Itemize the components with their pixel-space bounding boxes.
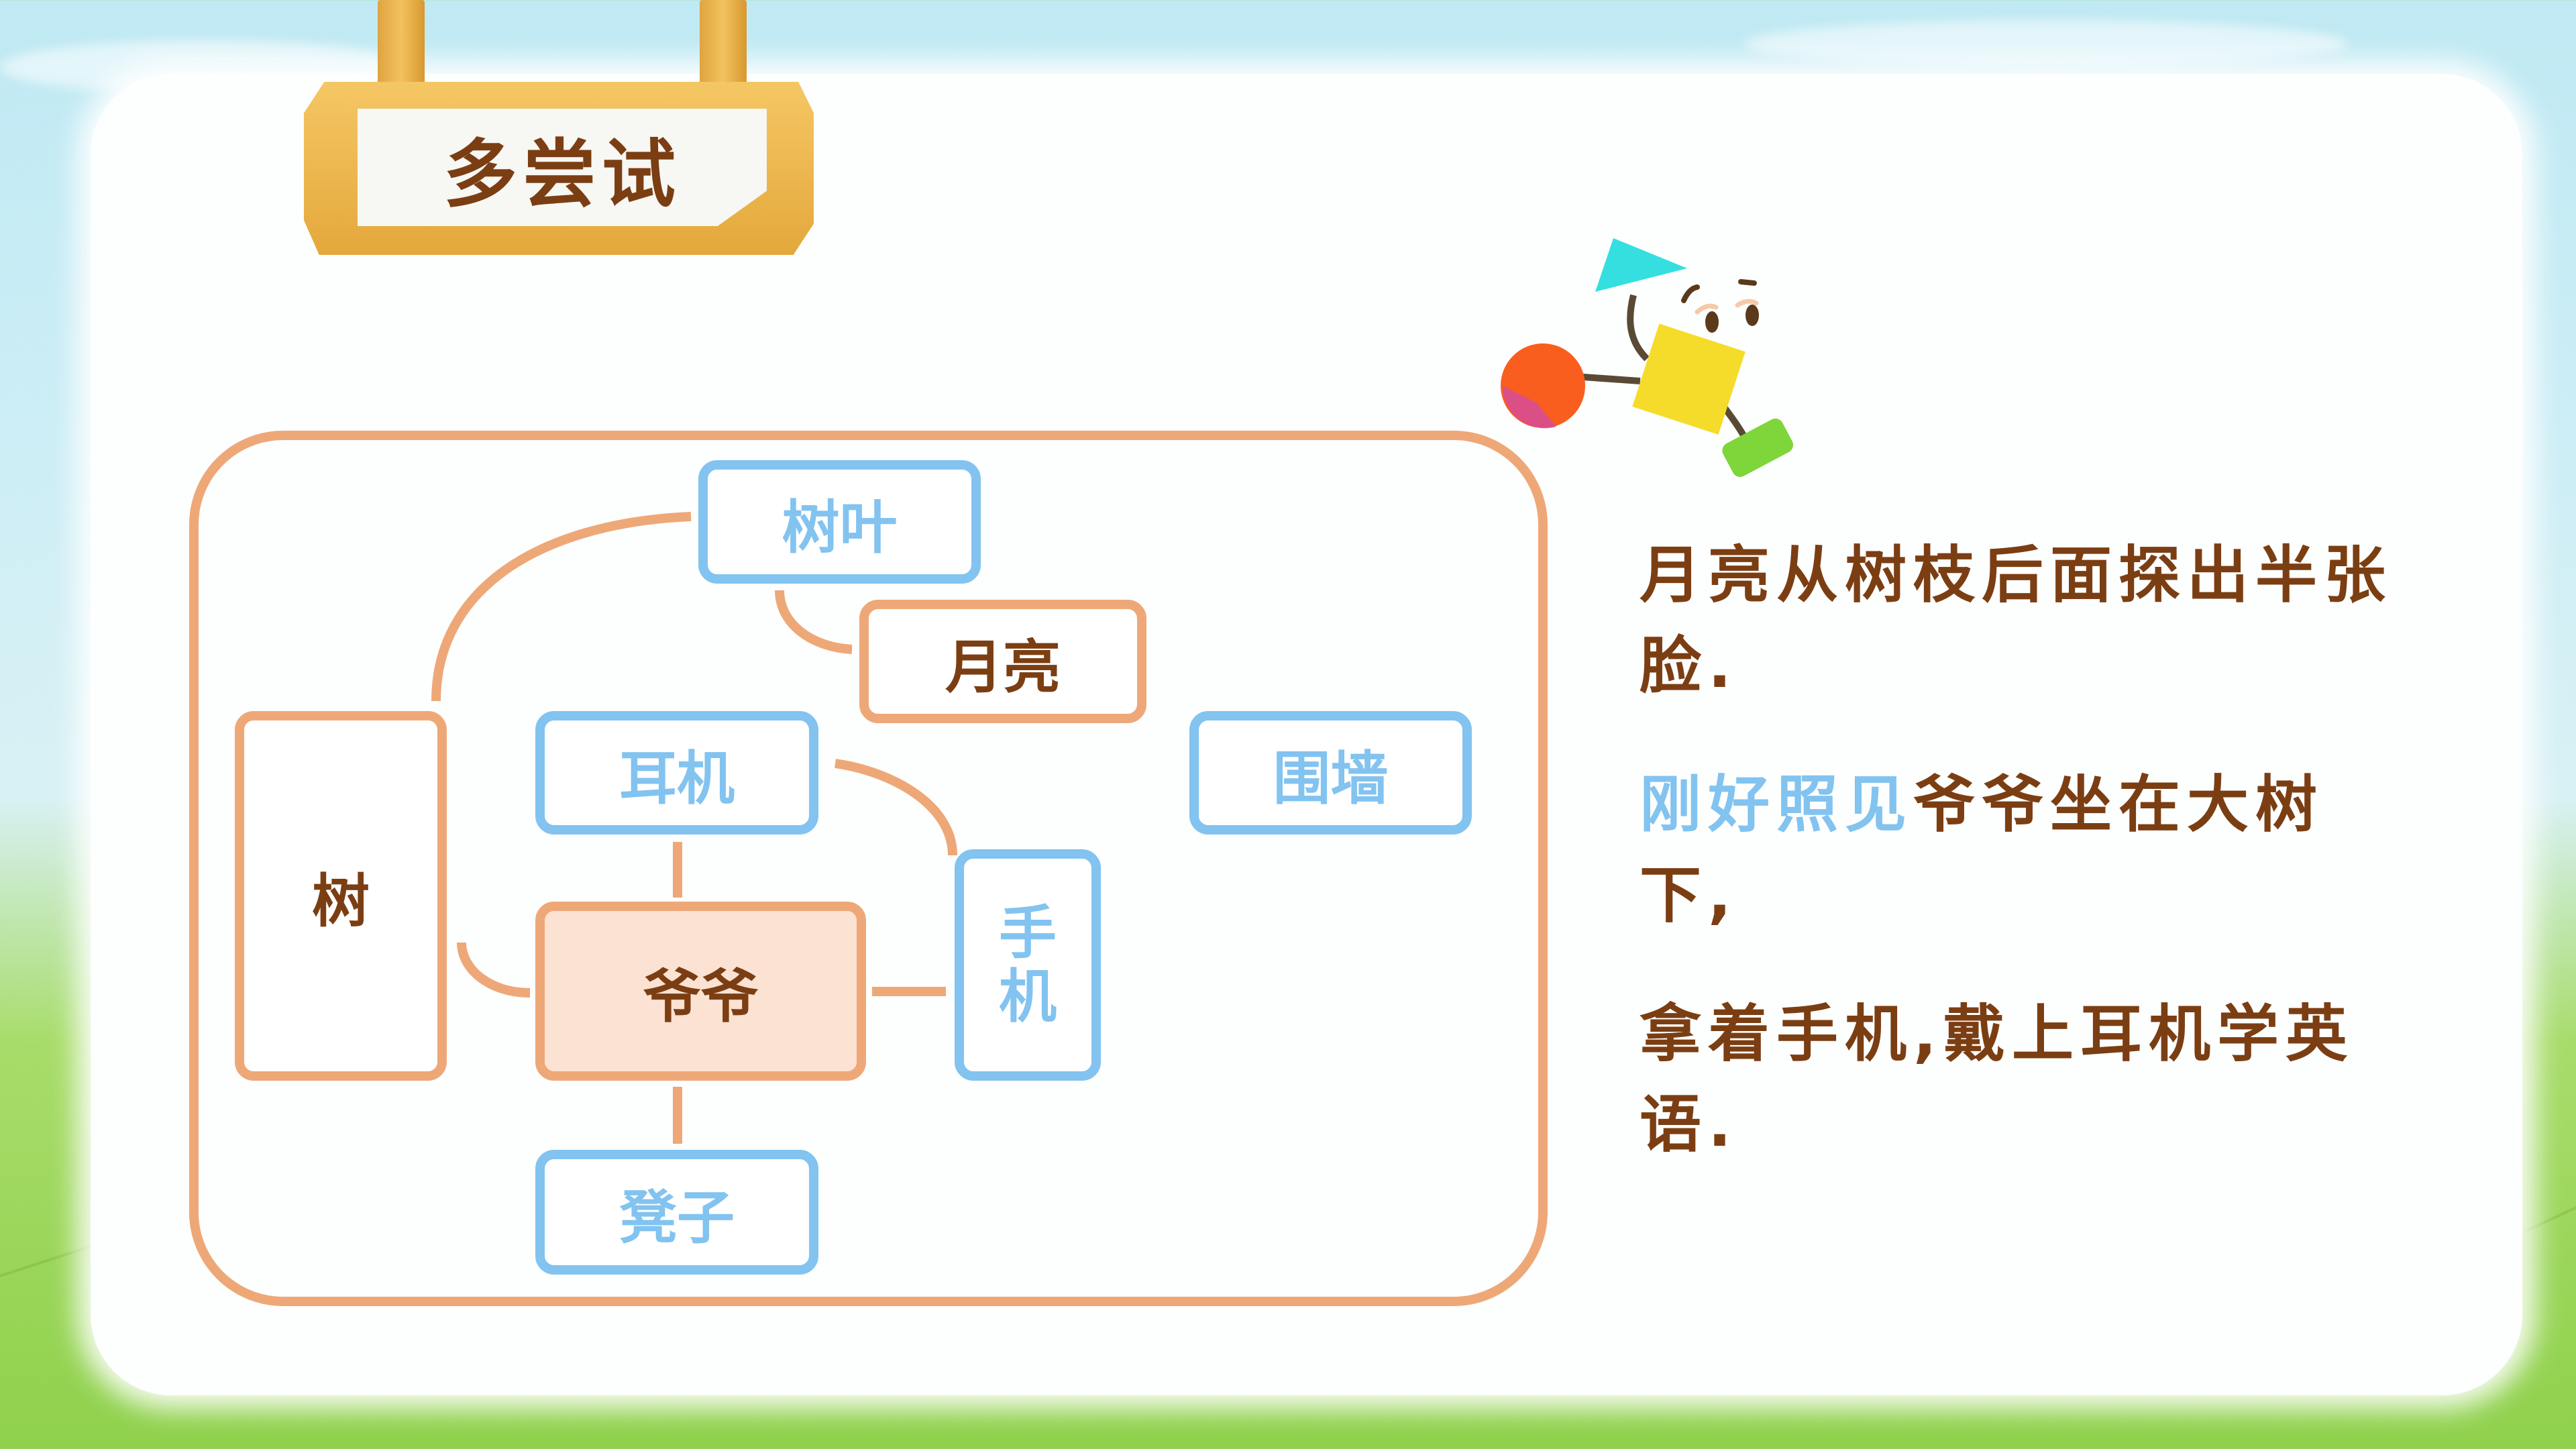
node-tree-label: 树: [312, 868, 370, 935]
connector-leaves-moon: [775, 590, 853, 654]
page-title: 多尝试: [443, 131, 681, 217]
node-tree: 树: [235, 711, 447, 1081]
story-text: 月亮从树枝后面探出半张脸. 刚好照见爷爷坐在大树下, 拿着手机,戴上耳机学英语.: [1640, 530, 2404, 1218]
node-moon-label: 月亮: [945, 633, 1061, 701]
node-earphones-label: 耳机: [619, 745, 735, 812]
story-paragraph-2: 刚好照见爷爷坐在大树下,: [1640, 759, 2404, 941]
node-moon: 月亮: [859, 600, 1146, 723]
triangle-hat-icon: [1595, 238, 1687, 292]
node-grandpa-label: 爷爷: [643, 963, 759, 1030]
eye-icon: [1746, 305, 1759, 326]
node-leaves-label: 树叶: [782, 494, 898, 561]
shoe-icon: [1722, 418, 1794, 477]
node-leaves: 树叶: [698, 460, 981, 584]
shape-character-illustration: [1501, 238, 1794, 477]
story-paragraph-2-rest: 爷爷坐在大树下,: [1640, 769, 2324, 931]
node-earphones: 耳机: [535, 711, 818, 835]
node-phone-label-1: 手: [999, 899, 1057, 967]
title-sign: 多尝试: [304, 82, 814, 255]
node-phone-label-2: 机: [999, 963, 1057, 1030]
story-paragraph-3: 拿着手机,戴上耳机学英语.: [1640, 998, 2354, 1161]
diagram-frame: [189, 431, 1548, 1306]
node-stool: 凳子: [535, 1150, 818, 1275]
character-arm: [1627, 294, 1650, 362]
node-wall: 围墙: [1189, 711, 1472, 835]
node-phone: 手 机: [955, 849, 1101, 1081]
story-paragraph-1: 月亮从树枝后面探出半张脸.: [1640, 539, 2393, 702]
story-highlight: 刚好照见: [1640, 769, 1914, 841]
node-wall-label: 围墙: [1273, 745, 1389, 812]
node-stool-label: 凳子: [619, 1184, 735, 1252]
character-arm: [1582, 374, 1641, 384]
eye-icon: [1705, 311, 1719, 333]
connector-tree-leaves: [431, 512, 692, 702]
node-grandpa: 爷爷: [535, 902, 866, 1081]
connector-tree-grandpa: [457, 942, 531, 998]
connector-earphones-phone: [835, 759, 957, 856]
square-body-icon: [1632, 323, 1746, 435]
sky-cloud: [1744, 20, 2348, 67]
title-sign-board: 多尝试: [358, 109, 767, 226]
